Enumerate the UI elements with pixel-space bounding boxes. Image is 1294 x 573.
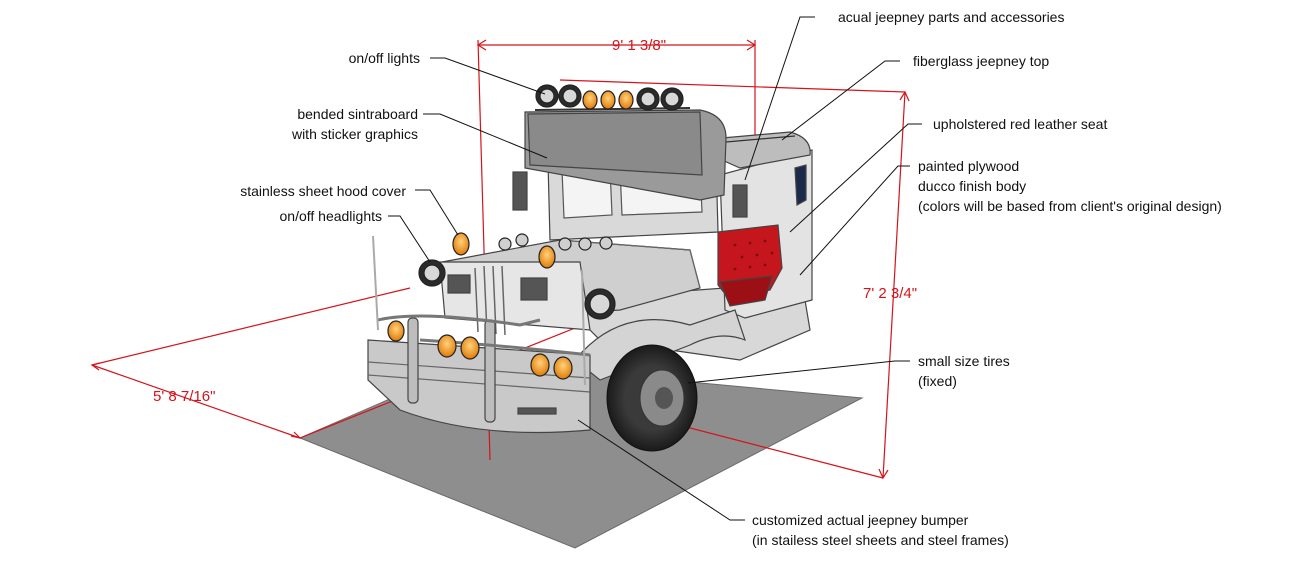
label-body-line3: (colors will be based from client's orig… xyxy=(918,198,1222,214)
label-headlights: on/off headlights xyxy=(279,208,383,224)
label-body-line1: painted plywood xyxy=(918,158,1020,174)
leader-lines xyxy=(388,16,922,521)
label-on-off-lights: on/off lights xyxy=(348,50,420,66)
roof-lights xyxy=(535,84,684,111)
label-bumper-line1: customized actual jeepney bumper xyxy=(752,512,969,528)
label-fiberglass-top: fiberglass jeepney top xyxy=(913,53,1050,69)
label-tires-line2: (fixed) xyxy=(918,373,957,389)
label-bumper-line2: (in stailess steel sheets and steel fram… xyxy=(752,532,1009,548)
label-sintraboard-line1: bended sintraboard xyxy=(297,106,418,122)
dimension-height: 7' 2 3/4" xyxy=(863,285,918,302)
label-tires-line1: small size tires xyxy=(918,353,1010,369)
label-parts-accessories: acual jeepney parts and accessories xyxy=(838,9,1065,25)
label-body-line2: ducco finish body xyxy=(918,178,1027,194)
front-tire xyxy=(606,344,698,452)
label-hood-cover: stainless sheet hood cover xyxy=(240,183,406,199)
dimension-depth: 5' 8 7/16" xyxy=(153,388,216,405)
label-leather-seat: upholstered red leather seat xyxy=(933,116,1108,132)
headlights xyxy=(387,232,616,380)
label-sintraboard-line2: with sticker graphics xyxy=(291,126,418,142)
dimension-width: 9' 1 3/8" xyxy=(612,37,667,54)
